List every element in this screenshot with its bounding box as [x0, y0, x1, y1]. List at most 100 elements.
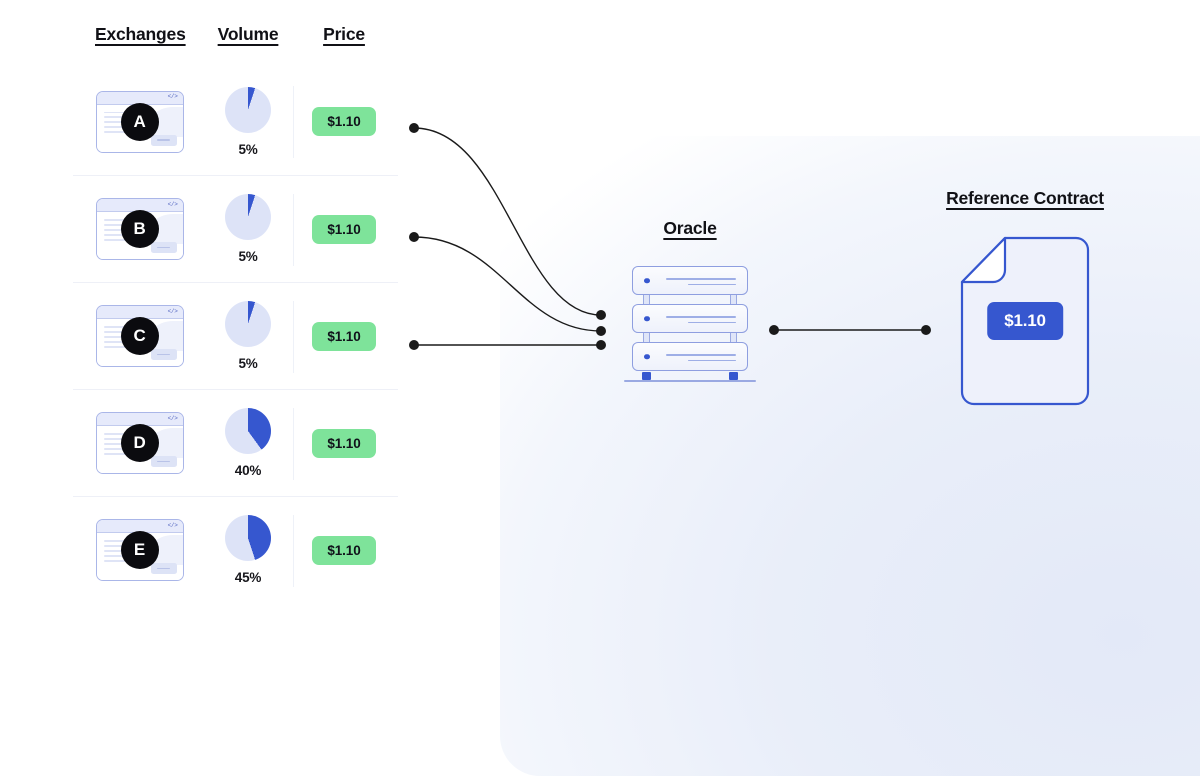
- cell-price: $1.10: [290, 321, 398, 351]
- connector-b-to-oracle: [413, 236, 602, 332]
- price-badge: $1.10: [312, 535, 376, 565]
- exchange-letter-badge: D: [120, 424, 159, 462]
- document-icon: $1.10: [960, 236, 1090, 406]
- server-line: [666, 316, 736, 318]
- cell-exchange: </> D: [73, 412, 206, 474]
- oracle-title: Oracle: [663, 218, 717, 238]
- table-row[interactable]: </> C 5% $1.10: [73, 282, 398, 389]
- reference-contract-title: Reference Contract: [946, 188, 1104, 208]
- server-connector: [730, 295, 737, 304]
- exchange-card[interactable]: </> C: [95, 305, 184, 367]
- row-vertical-divider: [293, 194, 294, 266]
- code-icon: </>: [167, 200, 178, 208]
- row-vertical-divider: [293, 301, 294, 373]
- cell-price: $1.10: [290, 535, 398, 565]
- server-stack-icon: [624, 266, 756, 382]
- contract-price-badge: $1.10: [987, 302, 1063, 340]
- content-button: [150, 456, 177, 467]
- diagram-stage: Exchanges Volume Price </> A 5% $1.10 </> B 5%…: [73, 24, 1120, 603]
- content-lines: [103, 433, 138, 455]
- cell-exchange: </> A: [73, 90, 206, 153]
- cell-exchange: </> E: [73, 519, 206, 581]
- document-folded-corner: [960, 236, 1007, 284]
- row-vertical-divider: [293, 86, 294, 158]
- volume-pie-chart: [225, 408, 271, 454]
- table-row[interactable]: </> D 40% $1.10: [73, 389, 398, 496]
- endpoint-dot-oracle-3: [596, 340, 606, 350]
- server-connector: [730, 333, 737, 342]
- code-icon: </>: [167, 307, 178, 315]
- cell-price: $1.10: [290, 214, 398, 244]
- endpoint-dot-a-source: [409, 123, 419, 133]
- volume-percent-label: 40%: [234, 463, 262, 478]
- content-button: [150, 349, 177, 360]
- code-icon: </>: [167, 93, 178, 100]
- column-header-price: Price: [323, 24, 365, 44]
- volume-percent-label: 45%: [234, 570, 262, 585]
- content-button: [150, 242, 177, 253]
- cell-exchange: </> C: [73, 305, 206, 367]
- endpoint-dot-c-source: [409, 340, 419, 350]
- server-line: [688, 321, 736, 324]
- table-row[interactable]: </> A 5% $1.10: [73, 68, 398, 175]
- server-connector: [643, 295, 650, 304]
- server-unit-3: [632, 342, 748, 371]
- row-vertical-divider: [293, 515, 294, 587]
- content-button: [150, 563, 177, 574]
- server-base-line: [624, 380, 756, 382]
- cell-volume: 5%: [206, 194, 290, 264]
- endpoint-dot-oracle-1: [596, 310, 606, 320]
- volume-pie-chart: [225, 301, 271, 347]
- server-unit-1: [632, 266, 748, 295]
- server-line: [688, 359, 736, 362]
- connector-a-to-oracle: [413, 127, 602, 316]
- code-icon: </>: [167, 414, 178, 422]
- exchange-card[interactable]: </> B: [95, 198, 184, 260]
- cell-volume: 40%: [206, 408, 290, 478]
- price-badge: $1.10: [312, 214, 376, 244]
- content-lines: [103, 540, 138, 562]
- cell-volume: 5%: [206, 86, 290, 157]
- price-badge: $1.10: [312, 321, 376, 351]
- endpoint-dot-oracle-2: [596, 326, 606, 336]
- column-header-volume: Volume: [217, 24, 279, 44]
- cell-price: $1.10: [290, 428, 398, 458]
- reference-contract-node: Reference Contract $1.10: [930, 188, 1120, 406]
- column-header-exchanges: Exchanges: [95, 24, 186, 44]
- volume-pie-chart: [225, 515, 271, 561]
- content-lines: [103, 219, 138, 241]
- content-lines: [103, 111, 138, 134]
- cell-volume: 45%: [206, 515, 290, 585]
- table-row[interactable]: </> E 45% $1.10: [73, 496, 398, 603]
- exchange-card[interactable]: </> A: [95, 90, 184, 153]
- server-line: [688, 283, 736, 286]
- volume-pie-chart: [225, 86, 271, 133]
- volume-percent-label: 5%: [238, 249, 258, 264]
- server-led-icon: [644, 315, 650, 322]
- exchange-card[interactable]: </> D: [95, 412, 184, 474]
- server-line: [666, 354, 736, 356]
- table-row[interactable]: </> B 5% $1.10: [73, 175, 398, 282]
- exchanges-table: Exchanges Volume Price </> A 5% $1.10 </> B 5%…: [73, 24, 398, 603]
- price-badge: $1.10: [312, 107, 376, 136]
- oracle-node: Oracle: [624, 218, 756, 382]
- code-icon: </>: [167, 521, 178, 529]
- volume-pie-chart: [225, 194, 271, 240]
- exchange-card[interactable]: </> E: [95, 519, 184, 581]
- table-body: </> A 5% $1.10 </> B 5% $1.10 </> C 5% $1.10 </> D 40%…: [73, 68, 398, 603]
- cell-volume: 5%: [206, 301, 290, 371]
- server-led-icon: [644, 277, 650, 284]
- server-foot: [642, 372, 651, 380]
- cell-exchange: </> B: [73, 198, 206, 260]
- content-lines: [103, 326, 138, 348]
- exchange-letter-badge: B: [120, 210, 159, 248]
- endpoint-dot-b-source: [409, 232, 419, 242]
- exchange-letter-badge: A: [120, 102, 159, 141]
- server-unit-2: [632, 304, 748, 333]
- cell-price: $1.10: [290, 107, 398, 136]
- row-vertical-divider: [293, 408, 294, 480]
- endpoint-dot-oracle-out: [769, 325, 779, 335]
- exchange-letter-badge: E: [120, 531, 159, 569]
- server-connector: [643, 333, 650, 342]
- exchange-letter-badge: C: [120, 317, 159, 355]
